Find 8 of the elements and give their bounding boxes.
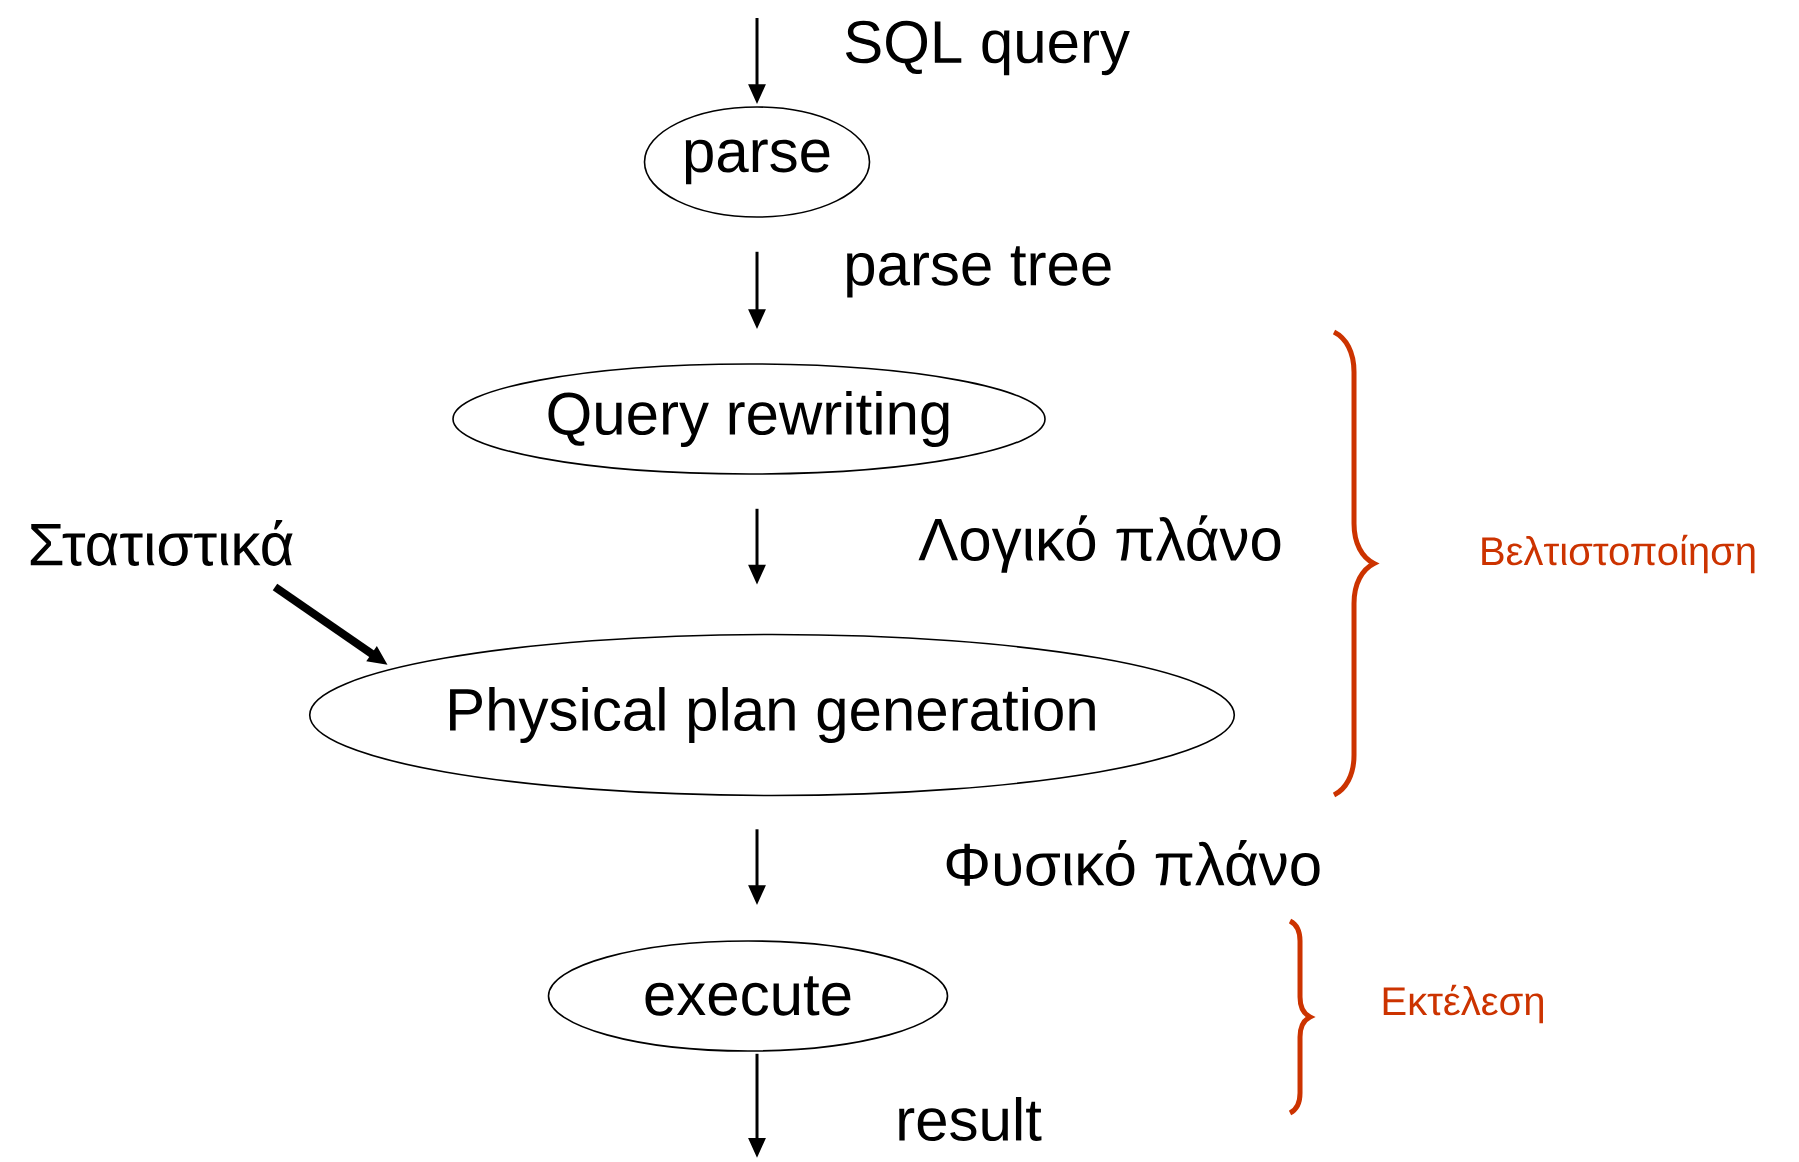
bracket-label: Βελτιστοποίηση xyxy=(1482,534,1755,574)
input-label: Στατιστικά xyxy=(30,520,293,566)
bracket-label: Εκτέλεση xyxy=(1383,984,1543,1024)
edge-label: Λογικό πλάνο xyxy=(918,515,1281,573)
edge-label: SQL query xyxy=(845,20,1130,76)
edge-label: parse tree xyxy=(847,246,1111,298)
edge-label: result xyxy=(899,1096,1042,1142)
edge-label: Φυσικό πλάνο xyxy=(946,840,1320,886)
